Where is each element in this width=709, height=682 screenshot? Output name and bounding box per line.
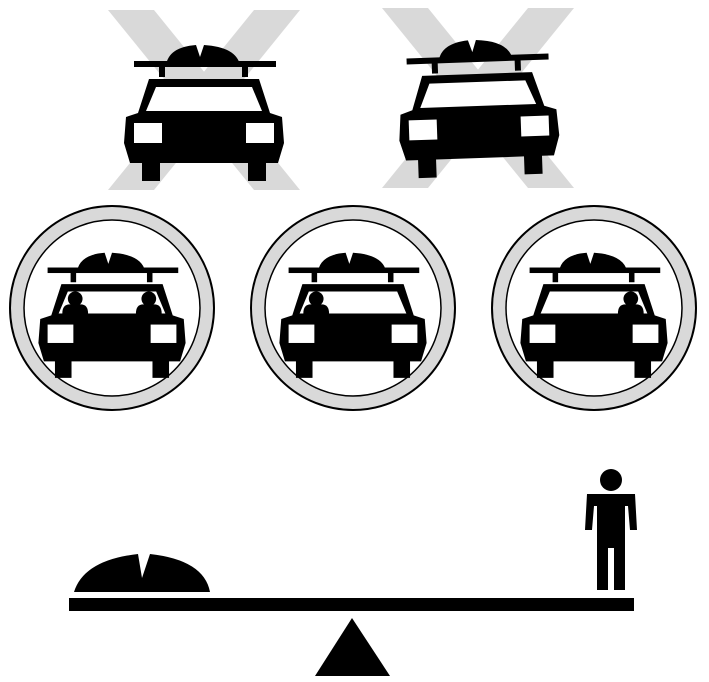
crossed-out-car-right <box>382 8 574 188</box>
seesaw-plank <box>69 598 634 611</box>
circled-car-one-occupant-left <box>251 206 455 410</box>
seesaw <box>69 469 637 676</box>
car-icon <box>396 37 561 179</box>
roof-cargo-box-icon <box>74 554 210 592</box>
circled-car-one-occupant-right <box>492 206 696 410</box>
car-icon <box>38 253 185 378</box>
triangle-fulcrum-icon <box>315 618 390 676</box>
circled-car-two-occupants <box>10 206 214 410</box>
car-icon <box>520 253 667 378</box>
person-icon <box>585 469 637 590</box>
crossed-out-car-left <box>108 10 300 190</box>
car-icon <box>279 253 426 378</box>
car-icon <box>124 45 284 181</box>
